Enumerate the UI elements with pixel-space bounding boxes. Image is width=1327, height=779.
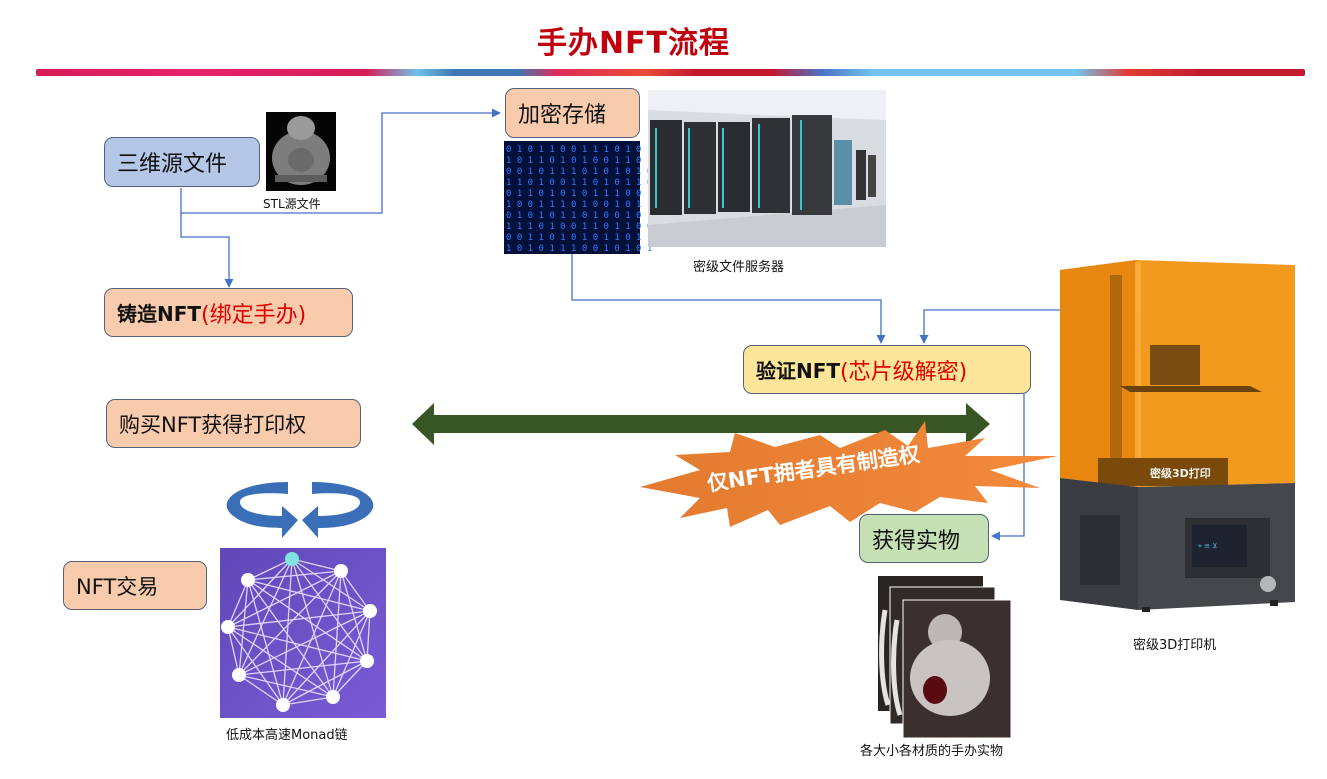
svg-text:0 0 1 0 1 1 1 0 1 0 1 0 1 0: 0 0 1 0 1 1 1 0 1 0 1 0 1 0: [506, 167, 652, 177]
stl-model-image: [266, 112, 336, 191]
caption-printer: 密级3D打印机: [1133, 638, 1217, 653]
node-nft-trade-label: NFT交易: [76, 574, 159, 599]
connector-verify-to-physical: [991, 394, 1025, 541]
page-title: 手办NFT流程: [536, 26, 731, 61]
printer-front-label: 密级3D打印: [1150, 467, 1211, 480]
node-source-file-label: 三维源文件: [117, 152, 228, 177]
node-mint-nft-highlight: (绑定手办): [201, 302, 307, 328]
caption-stl-file: STL源文件: [263, 197, 321, 211]
caption-figures: 各大小各材质的手办实物: [860, 744, 1004, 759]
caption-file-server: 密级文件服务器: [693, 260, 785, 275]
node-get-physical[interactable]: 获得实物: [859, 514, 989, 563]
svg-text:1 0 0 1 1 1 0 1 0 0 1 0 1 1: 1 0 0 1 1 1 0 1 0 0 1 0 1 1: [506, 200, 652, 210]
node-mint-nft[interactable]: 铸造NFT(绑定手办): [104, 288, 353, 337]
node-encrypted-storage-label: 加密存储: [518, 103, 607, 128]
node-mint-nft-label: 铸造NFT: [117, 302, 202, 326]
node-verify-nft-highlight: (芯片级解密): [840, 359, 968, 385]
rotation-arrows-icon: [226, 482, 374, 538]
printer-image: ⌖ ≡ ⊻: [1060, 260, 1295, 612]
monad-chain-image: [220, 548, 386, 718]
connector-storage-to-verify: [571, 254, 886, 344]
node-verify-nft[interactable]: 验证NFT(芯片级解密): [743, 345, 1031, 394]
node-get-physical-label: 获得实物: [872, 528, 961, 554]
svg-text:1 0 1 0 1 1 1 0 0 1 0 1 0 1: 1 0 1 0 1 1 1 0 0 1 0 1 0 1: [506, 244, 652, 254]
starburst-callout: [640, 421, 1058, 527]
svg-text:1 1 1 0 1 0 0 1 1 0 1 1 0 0: 1 1 1 0 1 0 0 1 1 0 1 1 0 0: [506, 222, 652, 232]
node-encrypted-storage[interactable]: 加密存储: [505, 88, 640, 138]
server-room-image: [648, 90, 886, 247]
double-arrow: [412, 403, 990, 445]
svg-text:0 1 1 0 1 0 1 0 1 1 1 0 0 1: 0 1 1 0 1 0 1 0 1 1 1 0 0 1: [506, 189, 652, 199]
encrypted-data-image: 0 1 0 1 1 0 0 1 1 1 0 1 0 1 1 0 1 1 0 1 …: [504, 141, 652, 254]
node-buy-nft-label: 购买NFT获得打印权: [119, 412, 307, 437]
connector-source-to-mint: [180, 213, 234, 288]
node-source-file[interactable]: 三维源文件: [104, 137, 260, 187]
node-buy-nft[interactable]: 购买NFT获得打印权: [106, 399, 361, 448]
node-verify-nft-label: 验证NFT: [756, 359, 841, 383]
connector-source-to-storage: [180, 108, 501, 214]
connector-printer-to-verify: [919, 309, 1062, 344]
svg-text:0 0 1 1 0 1 0 1 0 1 1 0 1 1: 0 0 1 1 0 1 0 1 0 1 1 0 1 1: [506, 233, 652, 243]
svg-text:⌖ ≡ ⊻: ⌖ ≡ ⊻: [1198, 542, 1217, 550]
figures-image: [878, 576, 1012, 739]
svg-text:0 1 0 1 1 0 0 1 1 1 0 1 0 1: 0 1 0 1 1 0 0 1 1 1 0 1 0 1: [506, 145, 652, 155]
caption-chain: 低成本高速Monad链: [226, 728, 348, 743]
svg-text:1 1 0 1 0 0 1 1 0 1 0 1 1 0: 1 1 0 1 0 0 1 1 0 1 0 1 1 0: [506, 178, 652, 188]
node-nft-trade[interactable]: NFT交易: [63, 561, 207, 610]
svg-text:0 1 0 1 0 1 1 0 1 0 0 1 0 1: 0 1 0 1 0 1 1 0 1 0 0 1 0 1: [506, 211, 652, 221]
title-divider: [36, 69, 1305, 76]
svg-text:1 0 1 1 0 1 0 1 0 0 1 1 0 1: 1 0 1 1 0 1 0 1 0 0 1 1 0 1: [506, 156, 652, 166]
